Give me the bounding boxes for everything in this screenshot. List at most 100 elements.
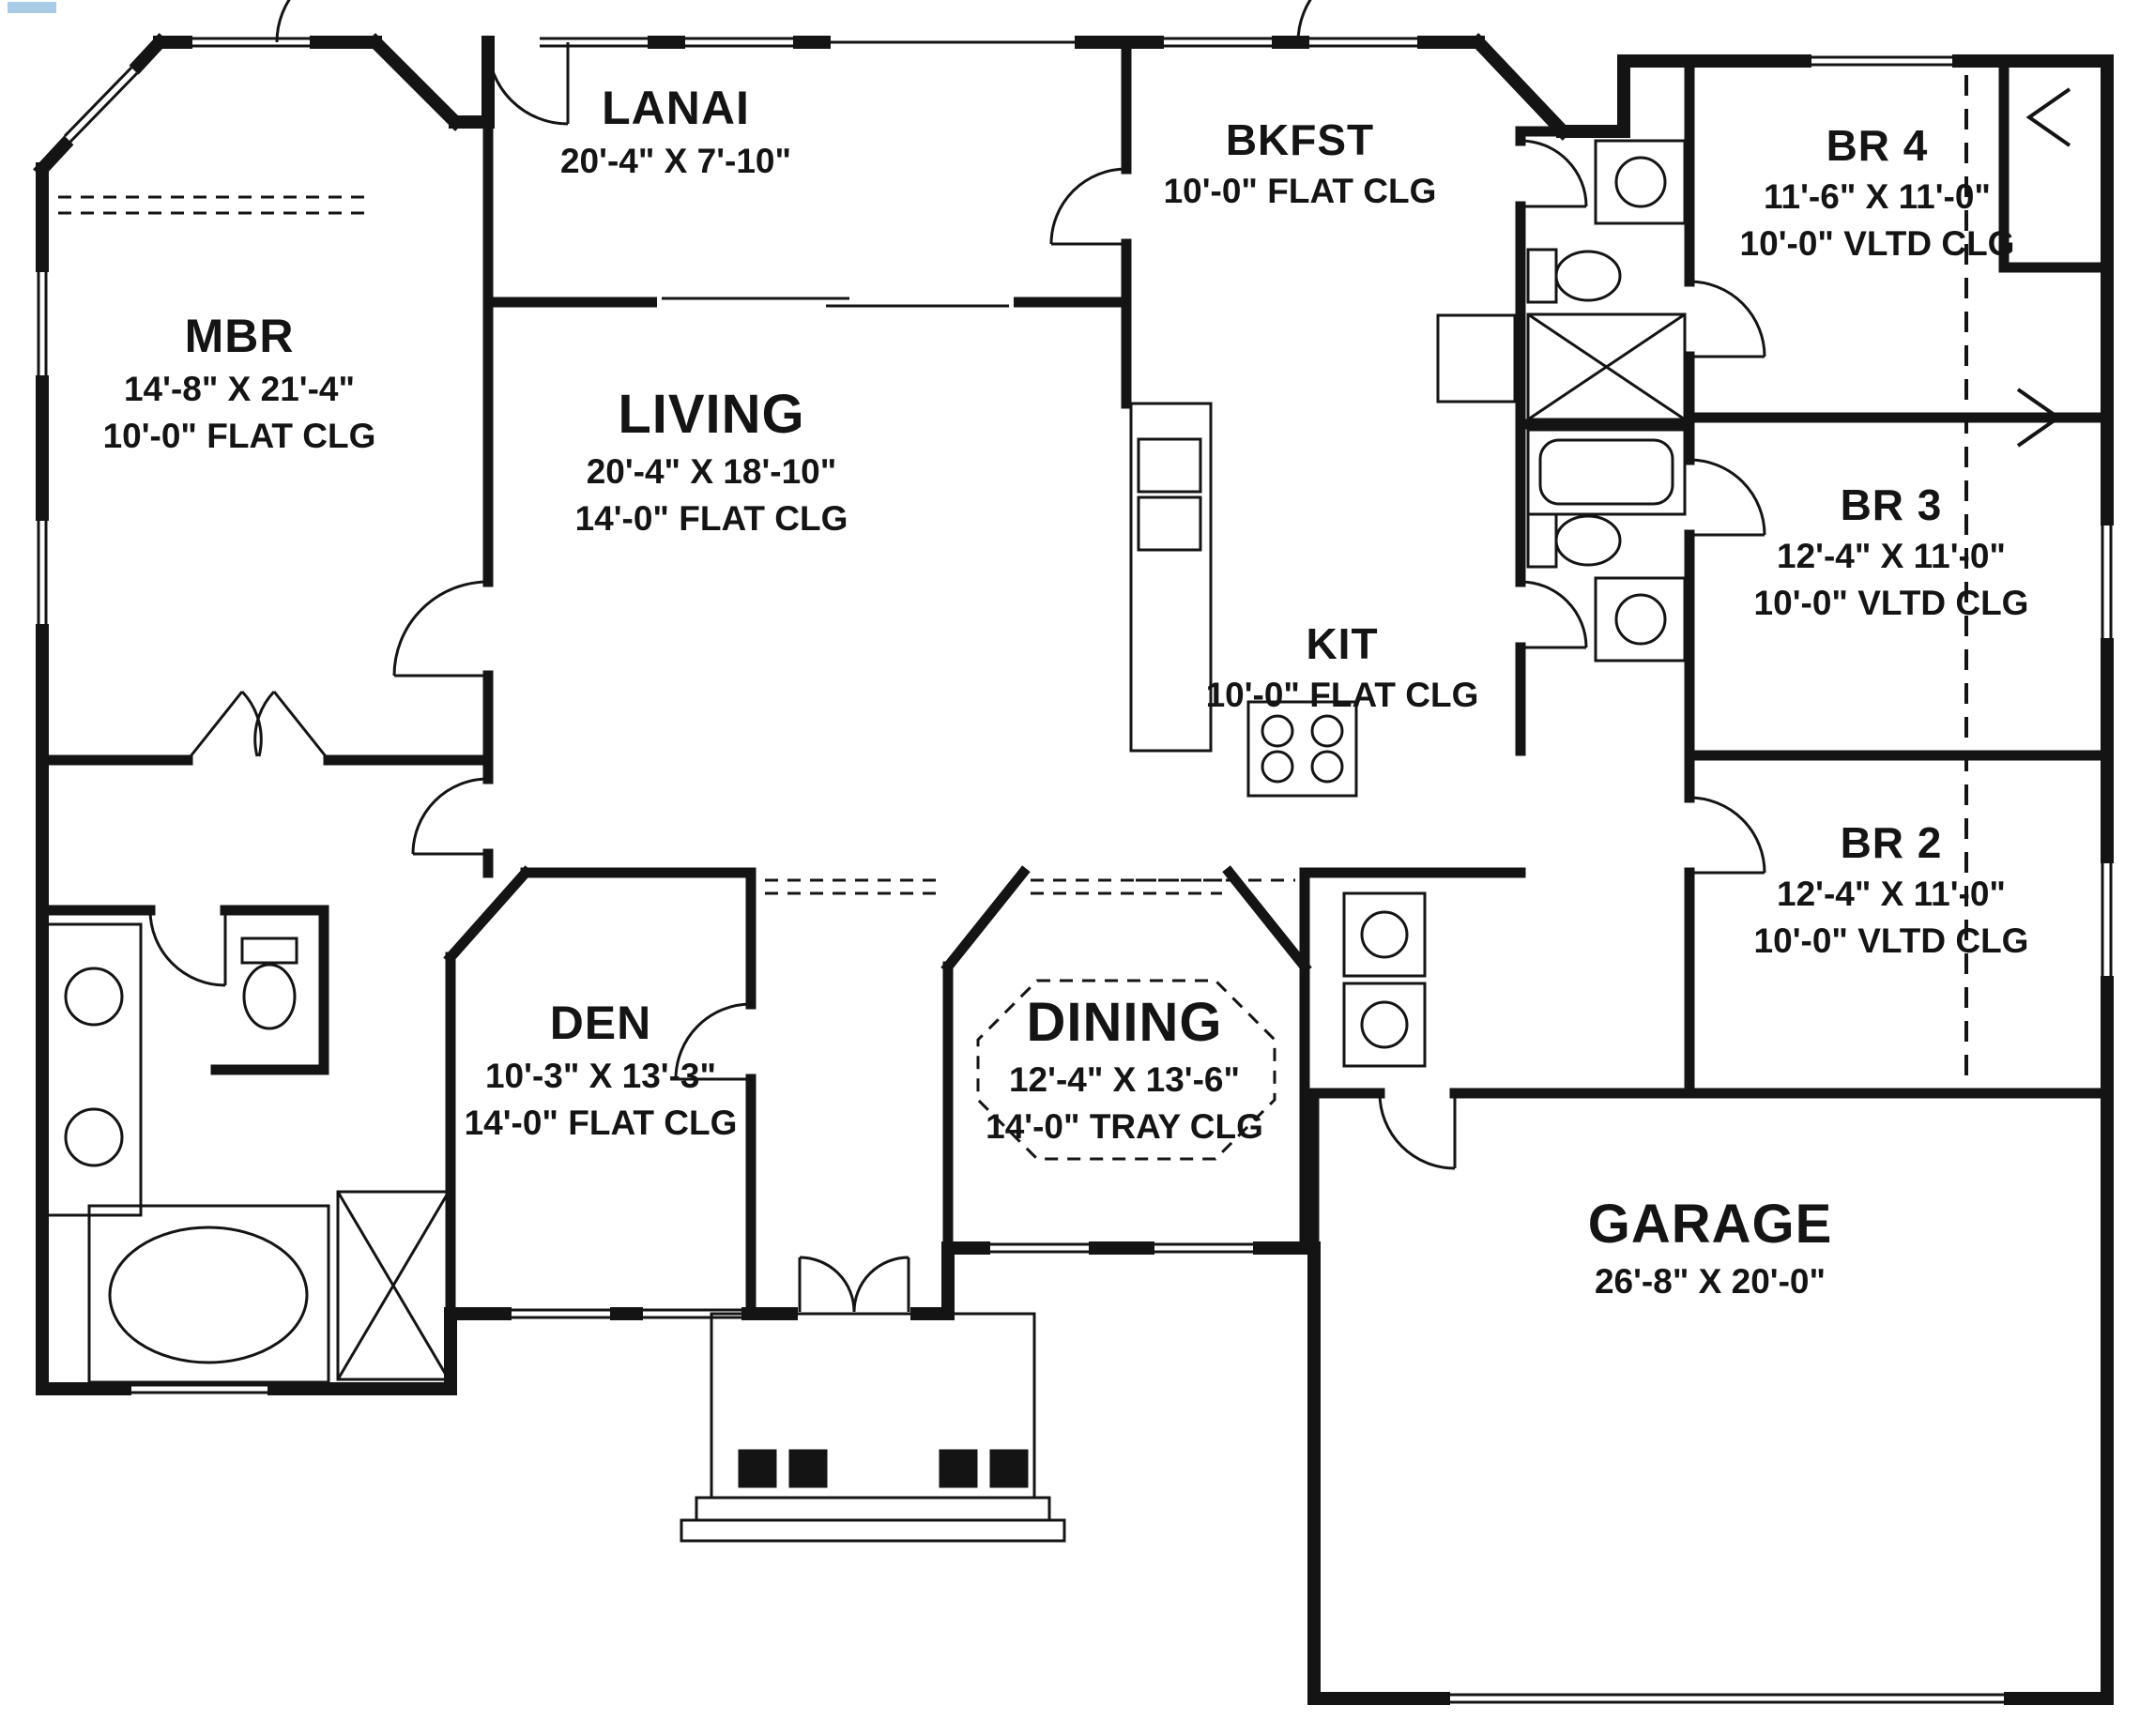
room-label-kit: KIT 10'-0" FLAT CLG [1206,622,1479,712]
vanity [1594,139,1687,225]
closet-rod-dashed [58,195,368,215]
shower [1526,312,1687,421]
room-label-living: LIVING 20'-4" X 18'-10" 14'-0" FLAT CLG [574,384,848,538]
window [1154,1242,1253,1254]
room-dims: 12'-4" X 11'-0" [1776,537,2006,575]
fixtures [45,139,1687,1543]
door-swing-exterior [275,0,291,43]
window [1811,55,1952,67]
door-mbr [392,580,489,678]
room-dims: 10'-3" X 13'-3" [484,1057,717,1095]
room-ceiling: 10'-0" FLAT CLG [102,417,376,455]
window [131,1383,267,1394]
room-dims: 12'-4" X 11'-0" [1776,875,2006,913]
room-label-br4: BR 4 11'-6" X 11'-0" 10'-0" VLTD CLG [1740,124,2015,261]
window [1309,37,1417,48]
corner-artifact [8,2,56,13]
room-name: BR 2 [1840,818,1943,867]
door-master-bath [148,909,227,987]
room-dims: 20'-4" X 18'-10" [586,452,837,491]
door-swing-exterior [1296,0,1312,43]
tray-ceiling-octagon [976,979,1276,1161]
arched-opening [1031,878,1222,895]
window [192,37,310,48]
room-label-den: DEN 10'-3" X 13'-3" 14'-0" FLAT CLG [465,999,738,1140]
bathtub [1526,428,1687,516]
porch-step [695,1496,1051,1522]
door-br4 [1689,280,1766,358]
room-dims: 26'-8" X 20'-0" [1594,1262,1826,1301]
room-name: BR 3 [1840,480,1943,529]
windows [37,37,2113,1704]
toilet [240,937,298,1030]
washer-dryer [1342,891,1427,1068]
bay-window [63,66,139,144]
room-label-lanai: LANAI 20'-4" X 7'-10" [560,84,791,178]
refrigerator [1436,313,1517,404]
doors [148,0,2071,1313]
toilet [1526,512,1622,569]
room-name: MBR [184,310,295,362]
room-label-garage: GARAGE 26'-8" X 20'-0" [1587,1194,1833,1301]
room-label-br3: BR 3 12'-4" X 11'-0" 10'-0" VLTD CLG [1754,483,2029,620]
window [1164,37,1272,48]
room-ceiling: 10'-0" VLTD CLG [1739,224,2015,263]
room-dims: 12'-4" X 13'-6" [1008,1060,1241,1099]
toilet [1526,248,1622,304]
room-ceiling: 14'-0" FLAT CLG [574,499,848,538]
window [540,37,648,48]
room-label-mbr: MBR 14'-8" X 21'-4" 10'-0" FLAT CLG [103,312,376,453]
room-name: KIT [1306,619,1379,668]
room-label-bkfst: BKFST 10'-0" FLAT CLG [1164,118,1437,208]
room-ceiling: 10'-0" VLTD CLG [1753,584,2029,622]
kitchen-counter [1129,402,1213,753]
room-label-dining: DINING 12'-4" X 13'-6" 14'-0" TRAY CLG [986,992,1263,1146]
room-dims: 20'-4" X 7'-10" [559,142,792,180]
ceiling-lines [58,75,1968,1161]
door-bath-1 [1520,139,1588,208]
door-bath-2 [1520,580,1588,649]
door-den [674,1002,752,1081]
vanity [1594,576,1687,662]
garage-door [1450,1693,2004,1704]
room-label-br2: BR 2 12'-4" X 11'-0" 10'-0" VLTD CLG [1754,821,2029,958]
room-name: LIVING [618,384,805,445]
shower [336,1190,451,1381]
door-garage [1378,1092,1457,1170]
room-name: LANAI [602,82,750,134]
window [37,272,48,375]
double-door-mbr [189,690,328,757]
room-ceiling: 14'-0" FLAT CLG [464,1104,738,1142]
window [2101,525,2113,638]
window [990,1242,1089,1254]
room-ceiling: 10'-0" FLAT CLG [1205,676,1479,714]
garden-tub [87,1204,330,1384]
window [643,1308,741,1319]
entry-porch [680,1312,1066,1543]
room-dims: 14'-8" X 21'-4" [123,370,356,408]
window [37,521,48,624]
door-lanai [486,42,570,126]
room-ceiling: 10'-0" VLTD CLG [1753,921,2029,960]
arched-opening [765,878,939,895]
room-name: DINING [1026,992,1223,1053]
stove-burners [1246,700,1358,798]
closet-chevron [2016,388,2062,448]
double-vanity [45,922,143,1217]
door-br2 [1689,796,1766,875]
room-ceiling: 10'-0" FLAT CLG [1163,172,1437,210]
door-br3 [1689,458,1766,537]
room-name: BKFST [1225,115,1375,164]
window [685,37,793,48]
window [2101,863,2113,976]
window [512,1308,610,1319]
sliding-glass-door [662,297,1009,308]
room-name: DEN [549,997,652,1049]
porch-step [680,1518,1066,1543]
room-ceiling: 14'-0" TRAY CLG [986,1107,1263,1146]
door-bkfst-lanai [1049,167,1127,246]
room-name: GARAGE [1587,1194,1833,1255]
front-double-door [798,1256,910,1313]
